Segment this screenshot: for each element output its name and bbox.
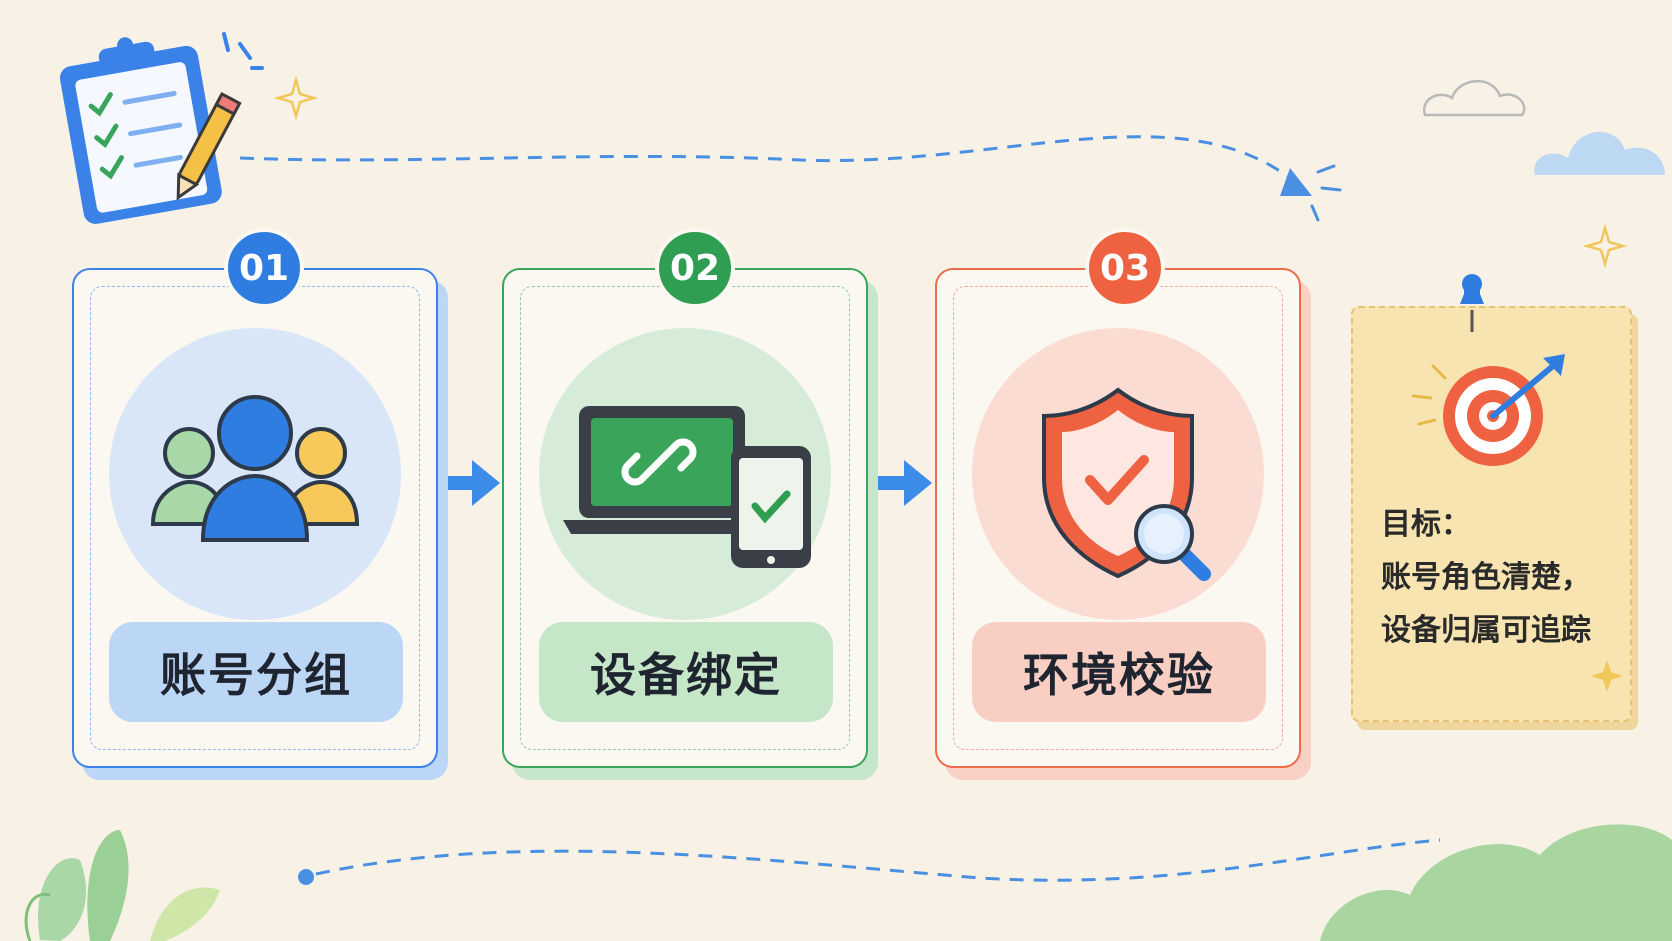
sparkle-icon	[273, 75, 319, 121]
sparkle-icon	[1591, 660, 1623, 692]
goal-line-1: 账号角色清楚，	[1381, 560, 1591, 595]
sparkle-icon	[1582, 223, 1628, 269]
goal-text: 目标： 账号角色清楚， 设备归属可追踪	[1381, 498, 1591, 657]
pencil-icon	[176, 91, 242, 201]
goal-note: 目标： 账号角色清楚， 设备归属可追踪	[1351, 306, 1632, 722]
step-label-pill: 设备绑定	[539, 622, 833, 722]
top-dashed-path	[239, 135, 1296, 184]
target-icon	[1411, 354, 1565, 466]
cloud-blue-icon	[1534, 131, 1665, 175]
cloud-outline-icon	[1422, 79, 1526, 117]
users-group-icon	[150, 395, 360, 542]
step-number-badge: 03	[1085, 228, 1165, 308]
step-number-badge: 01	[224, 228, 304, 308]
clipboard-spark-lines	[222, 32, 264, 70]
step-card-device-binding: 设备绑定	[502, 268, 868, 768]
leaves-decoration-icon	[24, 830, 220, 941]
goal-line-2: 设备归属可追踪	[1381, 613, 1591, 648]
arrow-spark-lines	[1310, 164, 1342, 222]
arrow-right-icon	[440, 460, 500, 506]
step-number-badge: 02	[655, 228, 735, 308]
bottom-dashed-path	[315, 838, 1441, 882]
arrow-right-icon	[872, 460, 932, 506]
bottom-path-dot	[298, 869, 314, 885]
step-label-pill: 环境校验	[972, 622, 1266, 722]
step-card-environment-check: 环境校验	[935, 268, 1301, 768]
step-card-account-grouping: 账号分组	[72, 268, 438, 768]
step-label-pill: 账号分组	[109, 622, 403, 722]
device-link-icon	[563, 406, 811, 568]
top-path-arrowhead	[1280, 168, 1312, 196]
shield-check-icon	[1042, 387, 1211, 581]
bush-decoration-icon	[1320, 824, 1672, 941]
pushpin-icon	[1460, 274, 1484, 332]
goal-title: 目标：	[1381, 507, 1471, 542]
